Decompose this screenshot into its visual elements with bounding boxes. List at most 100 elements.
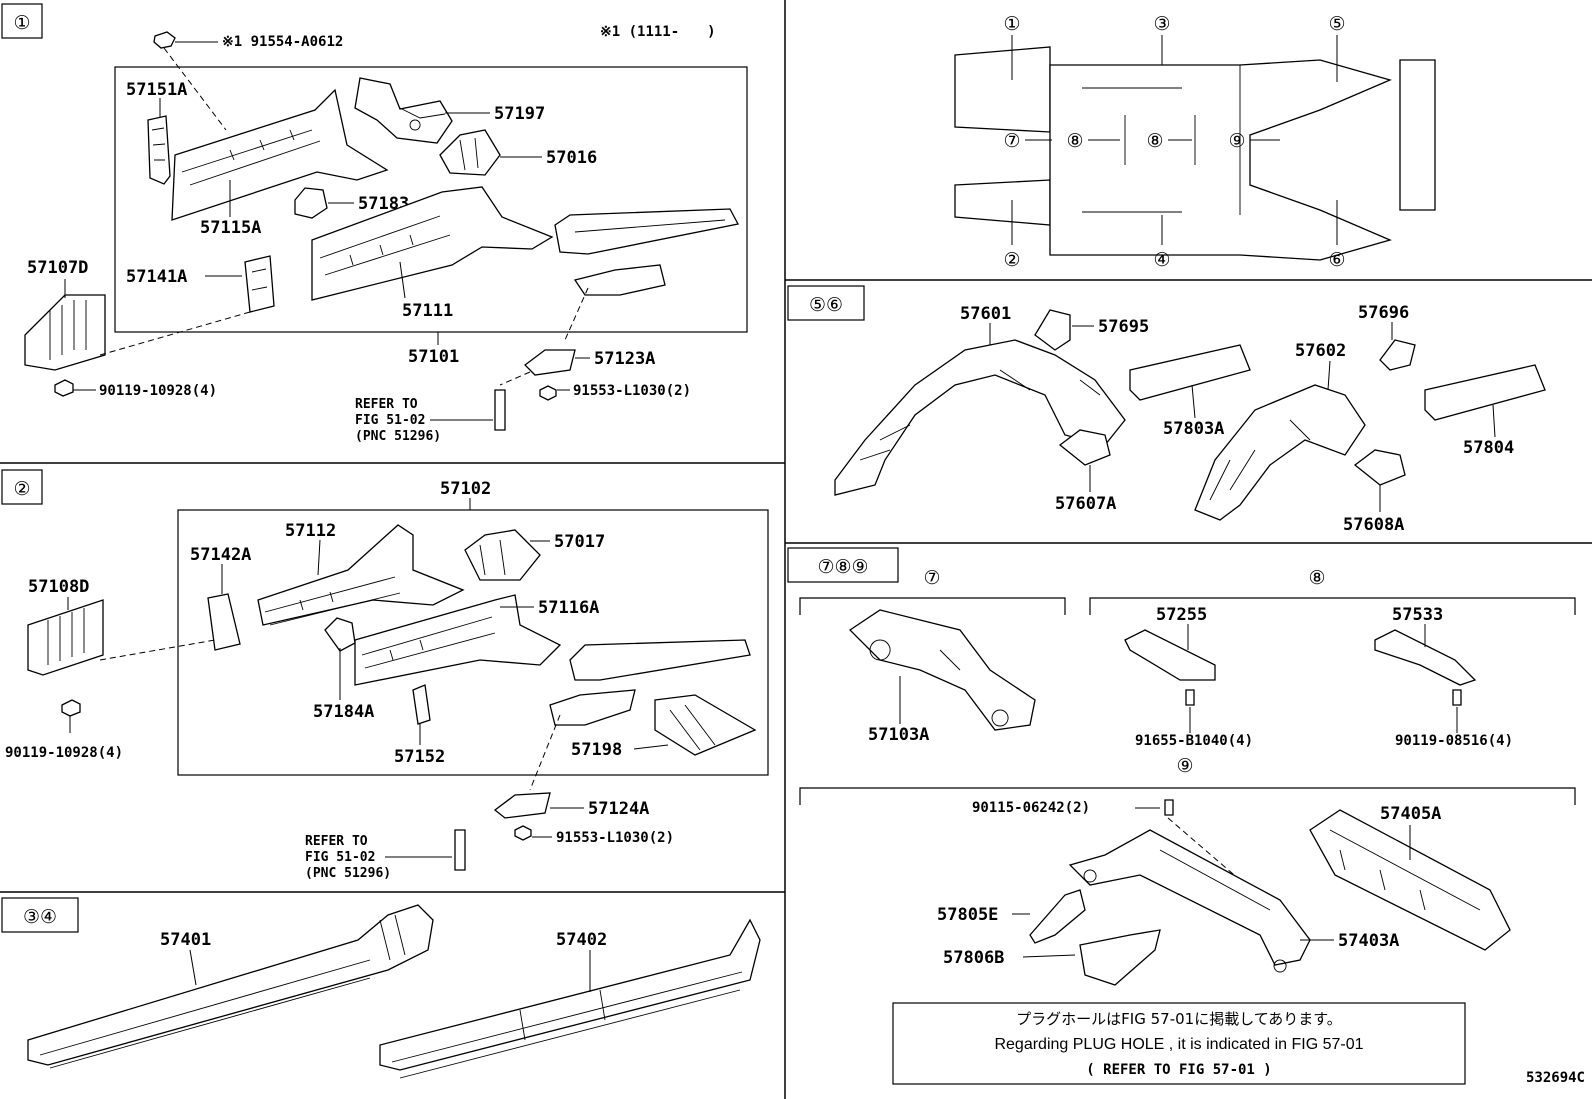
label-90119: 90119-08516(4) (1395, 733, 1513, 749)
part-57695-shape (1034, 309, 1071, 351)
label-57601: 57601 (960, 304, 1011, 324)
part-57108D-shape (27, 599, 104, 676)
section-tag-box (787, 285, 865, 321)
label-57403A: 57403A (1338, 931, 1399, 951)
label-91655: 91655-B1040(4) (1135, 733, 1253, 749)
part-57805E-shape (1029, 889, 1086, 944)
part-57533-shape (1374, 629, 1477, 686)
bolt-90119-icon (54, 379, 74, 397)
bolt-90115-icon (1164, 799, 1174, 816)
overview-floor (1049, 59, 1392, 261)
part-57152-shape (412, 684, 431, 725)
note-refer: ( REFER TO FIG 57-01 ) (1086, 1062, 1271, 1078)
label-57116A: 57116A (538, 598, 599, 618)
refer-line-2: FIG 51-02 (355, 413, 425, 428)
overview-callout-1: ① (1003, 13, 1020, 35)
label-90119: 90119-10928(4) (99, 383, 217, 399)
label-57602: 57602 (1295, 341, 1346, 361)
part-57608A-shape (1353, 449, 1406, 486)
label-57695: 57695 (1098, 317, 1149, 337)
label-57607A: 57607A (1055, 494, 1116, 514)
bolt-90119-icon (61, 699, 81, 717)
refer-line-3: (PNC 51296) (355, 429, 441, 444)
note-box (892, 1002, 1466, 1085)
label-57805E: 57805E (937, 905, 998, 925)
date-note: ※1 (1111- ) (600, 24, 716, 40)
label-57102: 57102 (440, 479, 491, 499)
bolt-icon (153, 31, 176, 49)
overview-callout-8b: ⑧ (1146, 130, 1163, 152)
label-57103A: 57103A (868, 725, 929, 745)
section-tag-box (1, 897, 79, 933)
label-57401: 57401 (160, 930, 211, 950)
overview-callout-3: ③ (1153, 13, 1170, 35)
part-57116A-shape (354, 594, 562, 686)
overview-callout-9: ⑨ (1228, 130, 1245, 152)
part-57255-shape (1124, 629, 1216, 681)
section-tag: ⑤⑥ (809, 294, 843, 316)
label-57198: 57198 (571, 740, 622, 760)
nut-91553-icon (514, 825, 532, 841)
label-57402: 57402 (556, 930, 607, 950)
part-57403A-shape (1068, 829, 1311, 966)
part-57141A-shape (244, 255, 275, 313)
label-57016: 57016 (546, 148, 597, 168)
part-bracket-shape (549, 689, 636, 726)
part-57198-shape (654, 694, 757, 756)
nut-91553-icon (539, 385, 557, 401)
part-57183-shape (294, 187, 328, 219)
part-rail-shape (554, 208, 739, 255)
label-57124A: 57124A (588, 799, 649, 819)
label-57017: 57017 (554, 532, 605, 552)
part-57151A-shape (147, 115, 171, 185)
label-57142A: 57142A (190, 545, 251, 565)
label-57141A: 57141A (126, 267, 187, 287)
part-57601-shape (834, 339, 1126, 496)
part-57804-shape (1424, 364, 1546, 421)
overview-callout-4: ④ (1153, 249, 1170, 271)
label-57804: 57804 (1463, 438, 1514, 458)
part-57124A-shape (493, 792, 551, 819)
part-57123A-shape (524, 349, 576, 376)
section-2: ② 57102 57112 57017 57142A 57116A 57184A… (1, 469, 769, 881)
bolt-91655-icon (1185, 689, 1195, 706)
part-57111-shape (311, 186, 554, 301)
overview-callout-7: ⑦ (1003, 130, 1020, 152)
section-tag-box (1, 3, 43, 39)
overview-callout-2: ② (1003, 249, 1020, 271)
subsection-8: ⑧ (1308, 567, 1325, 589)
label-57111: 57111 (402, 301, 453, 321)
section-7-8-9: ⑦⑧⑨ ⑦ ⑧ 57103A 57255 91655-B1040(4) 5753… (787, 547, 1576, 1085)
label-57101: 57101 (408, 347, 459, 367)
overview-diagram: ① ② ③ ④ ⑤ ⑥ ⑦ ⑧ ⑧ ⑨ (954, 13, 1436, 271)
part-bracket-shape (573, 264, 666, 296)
bolt-refer-icon (494, 389, 506, 431)
label-90115: 90115-06242(2) (972, 800, 1090, 816)
label-57608A: 57608A (1343, 515, 1404, 535)
part-57401-shape (27, 904, 434, 1066)
assembly-frame (177, 509, 769, 776)
part-57103A-shape (848, 609, 1036, 731)
label-91553: 91553-L1030(2) (556, 830, 674, 846)
refer-line-2: FIG 51-02 (305, 850, 375, 865)
part-rail-shape (569, 639, 751, 681)
part-57197-shape (354, 77, 453, 144)
label-57151A: 57151A (126, 80, 187, 100)
note-english: Regarding PLUG HOLE , it is indicated in… (994, 1036, 1363, 1053)
part-57696-shape (1379, 339, 1416, 371)
label-57197: 57197 (494, 104, 545, 124)
part-57803A-shape (1129, 344, 1251, 401)
label-57806B: 57806B (943, 948, 1004, 968)
section-tag: ① (13, 12, 30, 34)
part-57607A-shape (1058, 429, 1111, 466)
note-japanese: プラグホールはFIG 57-01に掲載してあります。 (1016, 1010, 1342, 1028)
label-57107D: 57107D (27, 258, 88, 278)
part-57402-shape (379, 918, 761, 1071)
part-57142A-shape (207, 593, 241, 651)
section-tag: ② (13, 478, 30, 500)
section-tag: ③④ (23, 906, 57, 928)
overview-rear (1399, 59, 1436, 211)
part-57107D-shape (24, 294, 106, 371)
label-57115A: 57115A (200, 218, 261, 238)
